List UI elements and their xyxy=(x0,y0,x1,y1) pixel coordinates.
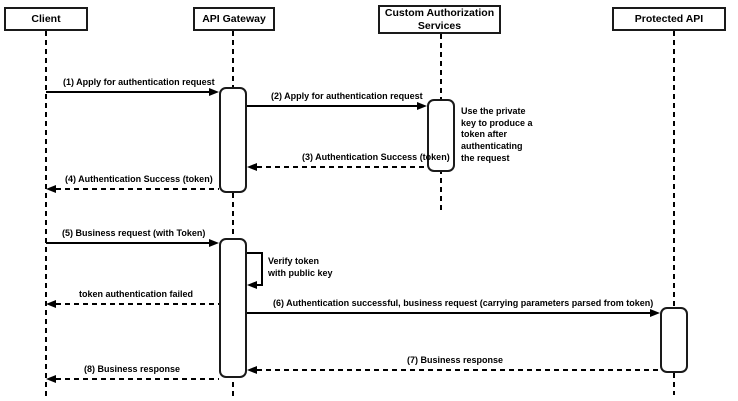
activation-api-gateway-2 xyxy=(219,238,247,378)
self-message-bottom-segment xyxy=(256,284,263,286)
self-message-top-segment xyxy=(247,252,263,254)
message-4-arrowhead xyxy=(46,185,56,193)
participant-client-label: Client xyxy=(31,12,61,25)
message-3-line xyxy=(257,166,427,168)
message-4-label: (4) Authentication Success (token) xyxy=(65,174,213,184)
participant-client: Client xyxy=(4,7,88,31)
message-5-line xyxy=(46,242,210,244)
self-message-arrowhead xyxy=(247,281,257,289)
message-1-label: (1) Apply for authentication request xyxy=(63,77,215,87)
participant-custom-authorization-services: Custom Authorization Services xyxy=(378,5,501,34)
message-6-label: (6) Authentication successful, business … xyxy=(273,298,654,308)
message-7-arrowhead xyxy=(247,366,257,374)
message-3-arrowhead xyxy=(247,163,257,171)
message-token-auth-failed-line xyxy=(56,303,219,305)
self-message-label: Verify token with public key xyxy=(268,256,333,278)
message-1-arrowhead xyxy=(209,88,219,96)
participant-api-gateway: API Gateway xyxy=(193,7,275,31)
message-8-line xyxy=(56,378,219,380)
lifeline-client xyxy=(45,31,47,397)
note-private-key: Use the private key to produce a token a… xyxy=(461,106,533,163)
participant-api-gateway-label: API Gateway xyxy=(202,12,266,25)
message-6-line xyxy=(247,312,650,314)
participant-custom-authorization-services-label: Custom Authorization Services xyxy=(384,7,495,32)
participant-protected-api: Protected API xyxy=(612,7,726,31)
activation-protected-api xyxy=(660,307,688,373)
message-4-line xyxy=(56,188,219,190)
message-5-label: (5) Business request (with Token) xyxy=(62,228,206,238)
message-3-label: (3) Authentication Success (token) xyxy=(302,152,450,162)
lifeline-protected-api xyxy=(673,31,675,395)
message-2-label: (2) Apply for authentication request xyxy=(271,91,423,101)
message-2-line xyxy=(247,105,417,107)
activation-api-gateway-1 xyxy=(219,87,247,193)
message-8-label: (8) Business response xyxy=(84,364,181,374)
message-5-arrowhead xyxy=(209,239,219,247)
message-7-line xyxy=(257,369,660,371)
self-message-right-segment xyxy=(261,252,263,286)
message-token-auth-failed-label: token authentication failed xyxy=(79,289,194,299)
message-2-arrowhead xyxy=(417,102,427,110)
message-1-line xyxy=(46,91,210,93)
message-7-label: (7) Business response xyxy=(407,355,504,365)
message-8-arrowhead xyxy=(46,375,56,383)
lifeline-api-gateway xyxy=(232,31,234,397)
participant-protected-api-label: Protected API xyxy=(634,12,704,25)
message-6-arrowhead xyxy=(650,309,660,317)
activation-custom-authorization-services xyxy=(427,99,455,172)
message-token-auth-failed-arrowhead xyxy=(46,300,56,308)
